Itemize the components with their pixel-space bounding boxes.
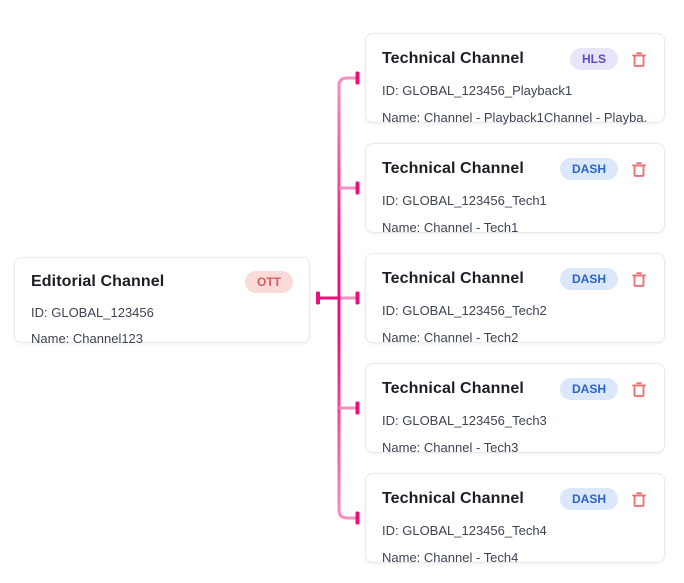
channel-id: ID: GLOBAL_123456_Tech4 bbox=[382, 524, 547, 538]
delete-channel-button[interactable] bbox=[630, 160, 648, 179]
channel-id: ID: GLOBAL_123456_Tech2 bbox=[382, 304, 547, 318]
connection-handle-target-2[interactable] bbox=[355, 181, 360, 195]
channel-name: Name: Channel - Tech2 bbox=[382, 331, 519, 345]
channel-type-badge: DASH bbox=[559, 158, 618, 180]
card-header: Technical Channel HLS bbox=[382, 47, 648, 71]
connection-handle-target-4[interactable] bbox=[355, 401, 360, 415]
card-title: Editorial Channel bbox=[31, 273, 165, 290]
delete-channel-button[interactable] bbox=[630, 380, 648, 399]
trash-icon bbox=[632, 51, 646, 67]
delete-channel-button[interactable] bbox=[630, 50, 648, 69]
card-header: Technical Channel DASH bbox=[382, 157, 648, 181]
card-title: Technical Channel bbox=[382, 490, 524, 507]
card-header: Editorial Channel OTT bbox=[31, 270, 293, 294]
technical-channel-card[interactable]: Technical Channel DASH ID: GLOBAL_123456… bbox=[365, 363, 665, 455]
connection-handle-target-3[interactable] bbox=[355, 291, 360, 305]
card-header: Technical Channel DASH bbox=[382, 267, 648, 291]
channel-name: Name: Channel - Tech1 bbox=[382, 221, 519, 235]
card-header: Technical Channel DASH bbox=[382, 487, 648, 511]
delete-channel-button[interactable] bbox=[630, 490, 648, 509]
delete-channel-button[interactable] bbox=[630, 270, 648, 289]
connection-handle-target-5[interactable] bbox=[355, 511, 360, 525]
channel-id: ID: GLOBAL_123456_Tech1 bbox=[382, 194, 547, 208]
channel-id: ID: GLOBAL_123456 bbox=[31, 306, 154, 320]
technical-channel-card[interactable]: Technical Channel HLS ID: GLOBAL_123456_… bbox=[365, 33, 665, 125]
channel-name: Name: Channel123 bbox=[31, 332, 144, 346]
trash-icon bbox=[632, 381, 646, 397]
connection-handle-target-1[interactable] bbox=[355, 71, 360, 85]
channel-type-badge: HLS bbox=[570, 48, 618, 70]
channel-type-badge: OTT bbox=[245, 271, 293, 293]
card-title: Technical Channel bbox=[382, 160, 524, 177]
card-title: Technical Channel bbox=[382, 270, 524, 287]
channel-id: ID: GLOBAL_123456_Playback1 bbox=[382, 84, 573, 98]
channel-id: ID: GLOBAL_123456_Tech3 bbox=[382, 414, 547, 428]
technical-channel-card[interactable]: Technical Channel DASH ID: GLOBAL_123456… bbox=[365, 253, 665, 345]
connection-handle-source[interactable] bbox=[316, 291, 320, 305]
channel-name: Name: Channel - Tech4 bbox=[382, 551, 519, 565]
channel-type-badge: DASH bbox=[559, 488, 618, 510]
card-title: Technical Channel bbox=[382, 380, 524, 397]
card-header: Technical Channel DASH bbox=[382, 377, 648, 401]
technical-channel-card[interactable]: Technical Channel DASH ID: GLOBAL_123456… bbox=[365, 143, 665, 235]
card-title: Technical Channel bbox=[382, 50, 524, 67]
editorial-channel-card[interactable]: Editorial Channel OTT ID: GLOBAL_123456 … bbox=[14, 257, 310, 346]
channel-type-badge: DASH bbox=[559, 268, 618, 290]
channel-name: Name: Channel - Tech3 bbox=[382, 441, 519, 455]
channel-name: Name: Channel - Playback1Channel - Playb… bbox=[382, 111, 648, 125]
trash-icon bbox=[632, 271, 646, 287]
trash-icon bbox=[632, 491, 646, 507]
trash-icon bbox=[632, 161, 646, 177]
technical-channel-card[interactable]: Technical Channel DASH ID: GLOBAL_123456… bbox=[365, 473, 665, 565]
channel-type-badge: DASH bbox=[559, 378, 618, 400]
